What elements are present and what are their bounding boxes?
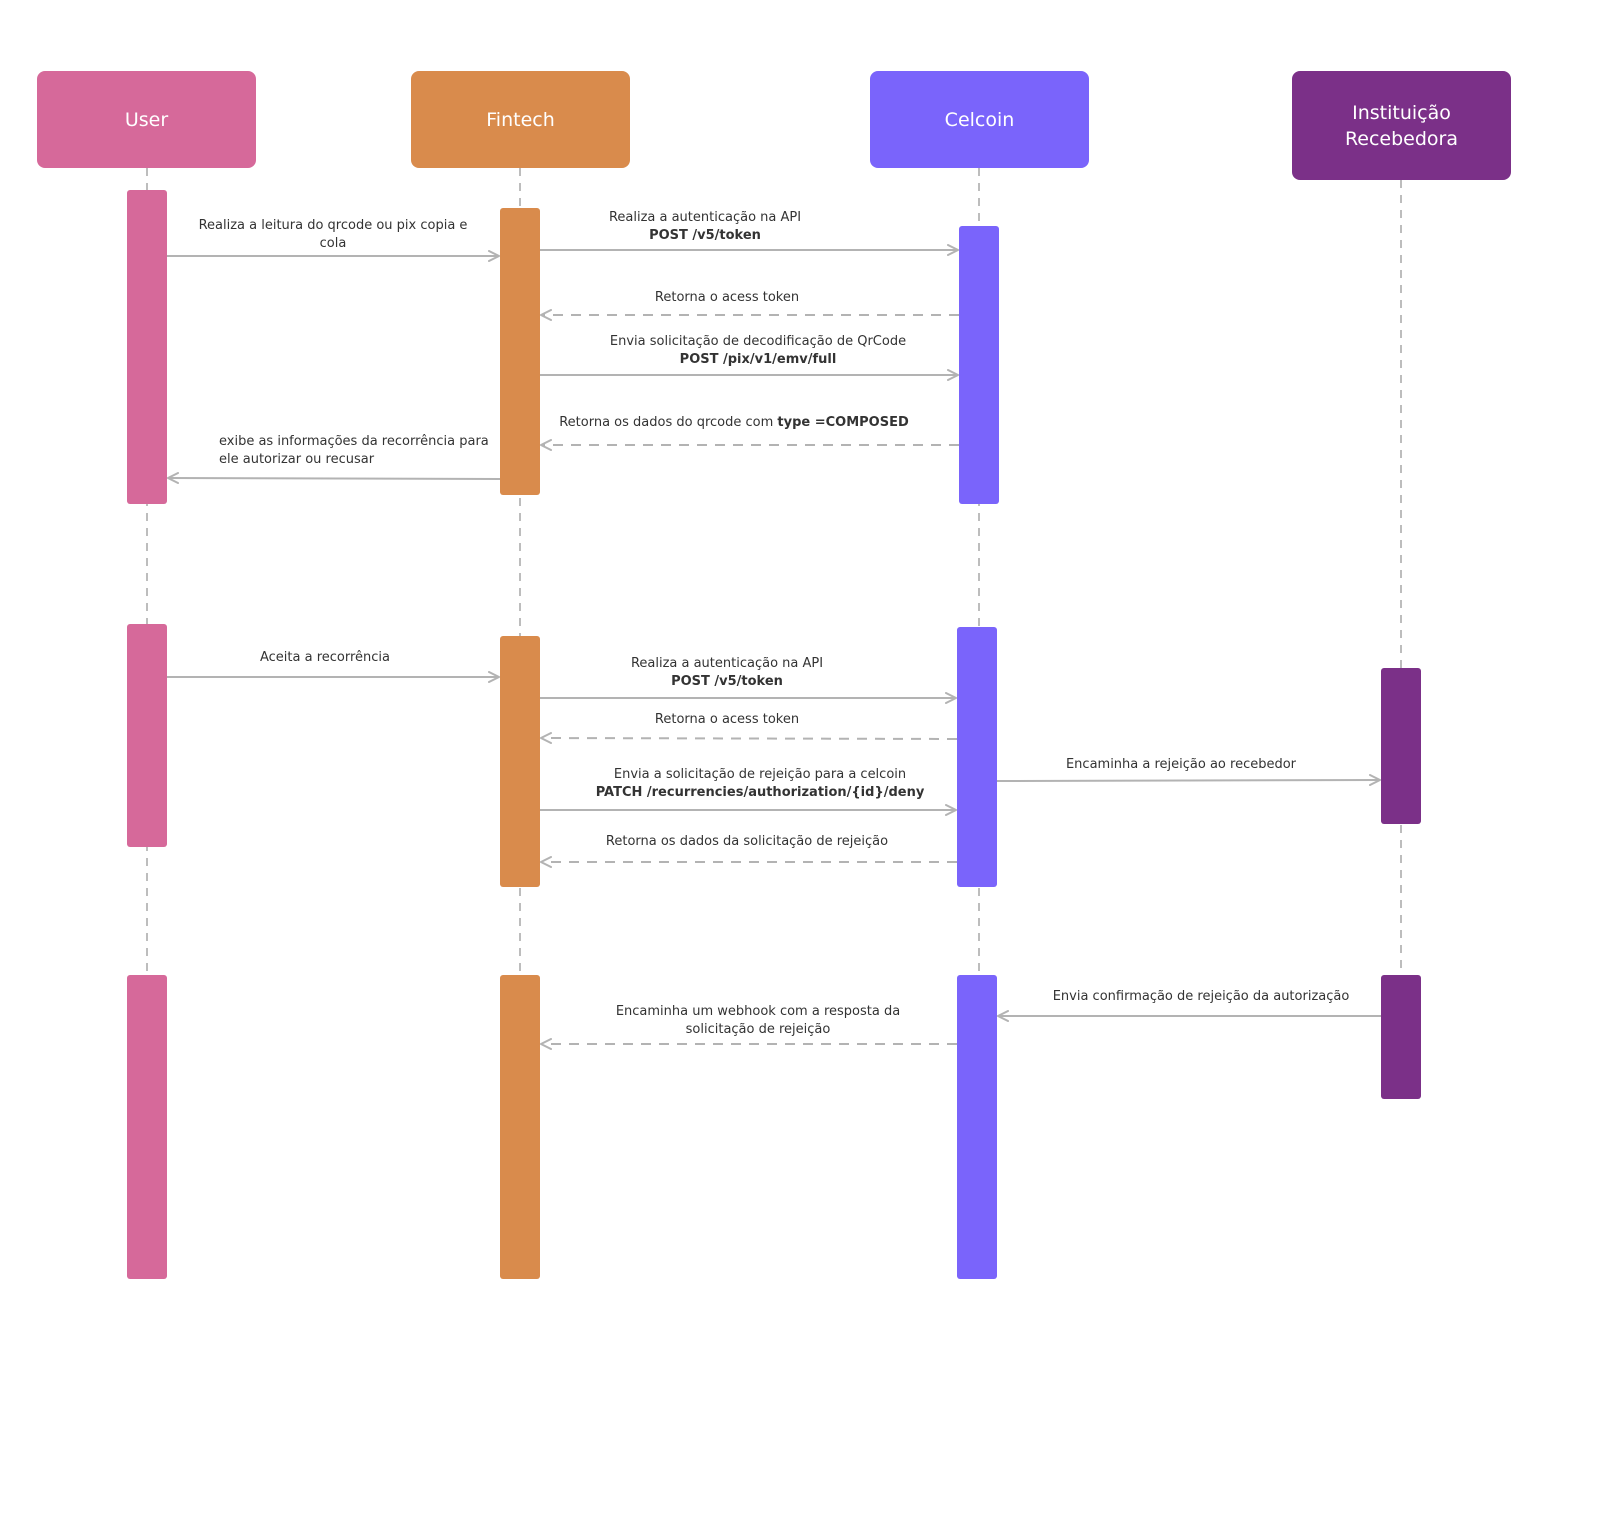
activation-user-1	[127, 190, 167, 504]
label-m1: Realiza a leitura do qrcode ou pix copia…	[199, 217, 468, 253]
activation-celcoin-1	[959, 226, 999, 504]
label-m11-text: Encaminha a rejeição ao recebedor	[1065, 757, 1297, 772]
label-m2: Realiza a autenticação na API POST /v5/t…	[609, 209, 801, 245]
actor-fintech-label: Fintech	[486, 108, 555, 131]
label-m5-prefix: Retorna os dados do qrcode com	[559, 415, 778, 430]
label-m7-text: Aceita a recorrência	[259, 650, 391, 665]
activation-receiver-1	[1381, 668, 1421, 824]
label-m13-text: Envia confirmação de rejeição da autoriz…	[1052, 989, 1350, 1004]
label-m9: Retorna o acess token	[655, 711, 799, 729]
actor-receiver-label-line1: Instituição	[1352, 101, 1451, 124]
label-m9-text: Retorna o acess token	[654, 712, 800, 727]
activation-fintech-3	[500, 975, 540, 1279]
label-m12: Retorna os dados da solicitação de rejei…	[606, 833, 888, 851]
actor-celcoin: Celcoin	[870, 71, 1089, 168]
label-m13: Envia confirmação de rejeição da autoriz…	[1053, 988, 1350, 1006]
label-m7: Aceita a recorrência	[260, 649, 390, 667]
label-m5: Retorna os dados do qrcode com type =COM…	[559, 414, 909, 432]
label-m3: Retorna o acess token	[655, 289, 799, 307]
actor-receiver-label-line2: Recebedora	[1344, 127, 1459, 150]
label-m8-line1: Realiza a autenticação na API	[630, 656, 824, 671]
label-m5-text: Retorna os dados do qrcode com type =COM…	[559, 414, 909, 432]
actor-receiver: Instituição Recebedora	[1292, 71, 1511, 180]
activation-user-3	[127, 975, 167, 1279]
label-m5-bold: type =COMPOSED	[777, 415, 909, 430]
label-m6: exibe as informações da recorrência para…	[219, 433, 489, 469]
label-m4-line2: POST /pix/v1/emv/full	[679, 352, 837, 367]
activation-fintech-2	[500, 636, 540, 887]
label-m1-line2: cola	[319, 236, 347, 251]
label-m10: Envia a solicitação de rejeição para a c…	[596, 766, 925, 802]
label-m14: Encaminha um webhook com a resposta da s…	[616, 1003, 900, 1039]
label-m6-line2: ele autorizar ou recusar	[219, 452, 375, 467]
actor-user: User	[37, 71, 256, 168]
label-m3-text: Retorna o acess token	[654, 290, 800, 305]
activation-fintech-1	[500, 208, 540, 495]
activation-celcoin-3	[957, 975, 997, 1279]
label-m8-line2: POST /v5/token	[671, 674, 783, 689]
label-m1-line1: Realiza a leitura do qrcode ou pix copia…	[198, 218, 468, 233]
label-m11: Encaminha a rejeição ao recebedor	[1066, 756, 1296, 774]
label-m2-line2: POST /v5/token	[649, 228, 761, 243]
arrow-m11	[996, 774, 1381, 787]
label-m2-line1: Realiza a autenticação na API	[608, 210, 802, 225]
label-m14-line1: Encaminha um webhook com a resposta da	[615, 1004, 901, 1019]
label-m12-text: Retorna os dados da solicitação de rejei…	[605, 834, 889, 849]
actor-celcoin-label: Celcoin	[944, 108, 1015, 131]
actor-fintech: Fintech	[411, 71, 630, 168]
label-m4-line1: Envia solicitação de decodificação de Qr…	[609, 334, 907, 349]
label-m8: Realiza a autenticação na API POST /v5/t…	[631, 655, 823, 691]
arrow-m6	[167, 472, 501, 485]
label-m10-line1: Envia a solicitação de rejeição para a c…	[613, 767, 907, 782]
activation-bars	[127, 190, 1421, 1279]
activation-receiver-2	[1381, 975, 1421, 1099]
label-m14-line2: solicitação de rejeição	[685, 1022, 831, 1037]
actor-user-label: User	[124, 108, 169, 131]
activation-user-2	[127, 624, 167, 847]
arrow-m9	[540, 732, 958, 745]
activation-celcoin-2	[957, 627, 997, 887]
label-m10-line2: PATCH /recurrencies/authorization/{id}/d…	[595, 785, 925, 800]
label-m4: Envia solicitação de decodificação de Qr…	[610, 333, 906, 369]
label-m6-line1: exibe as informações da recorrência para	[219, 434, 489, 449]
